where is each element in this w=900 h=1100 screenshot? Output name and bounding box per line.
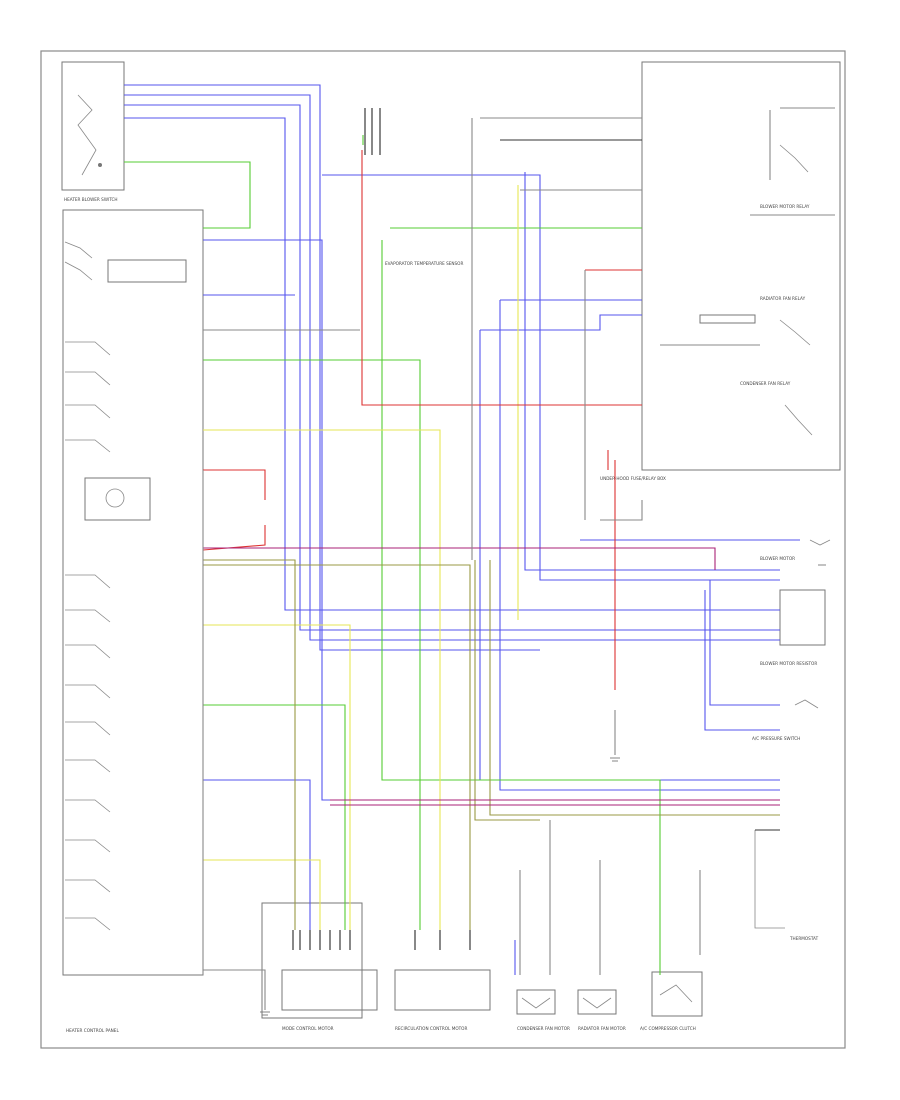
diagram-frame	[40, 50, 846, 1049]
blower-motor-relay: BLOWER MOTOR RELAY	[760, 144, 810, 209]
wire-green-3	[203, 704, 346, 930]
wire-blue-3	[124, 104, 780, 631]
wire-blue-7	[322, 174, 780, 581]
blower-motor-resistor-label: BLOWER MOTOR RESISTOR	[760, 661, 817, 666]
wire-olive-4	[474, 560, 540, 821]
ac-pressure-switch: A/C PRESSURE SWITCH	[752, 699, 819, 741]
evaporator-temp-sensor-label: EVAPORATOR TEMPERATURE SENSOR	[385, 261, 463, 266]
ground-symbols	[260, 564, 826, 1016]
wire-green-1	[124, 161, 251, 229]
wire-olive-1	[203, 564, 471, 930]
wire-magenta-1	[203, 547, 716, 570]
motor-connectors	[292, 108, 471, 950]
radiator-fan-relay: RADIATOR FAN RELAY	[699, 296, 811, 346]
blower-motor-relay-label: BLOWER MOTOR RELAY	[760, 204, 810, 209]
recirculation-control-motor-label: RECIRCULATION CONTROL MOTOR	[395, 1026, 467, 1031]
wire-blue-15	[524, 172, 780, 571]
wire-olive-2	[203, 559, 296, 930]
wire-blue-5	[203, 239, 500, 801]
heater-blower-switch-label: HEATER BLOWER SWITCH	[64, 197, 118, 202]
wire-olive-3	[489, 560, 780, 816]
wire-blue-14	[704, 590, 780, 731]
blower-motor-label: BLOWER MOTOR	[760, 556, 795, 561]
wire-green-2	[203, 359, 421, 930]
ac-pressure-switch-label: A/C PRESSURE SWITCH	[752, 736, 800, 741]
heater-control-panel: HEATER CONTROL PANEL	[62, 209, 204, 1033]
ac-compressor-clutch: A/C COMPRESSOR CLUTCH	[640, 971, 703, 1031]
mode-control-motor: MODE CONTROL MOTOR	[261, 902, 378, 1031]
underhood-fuse-relay-box-label: UNDER-HOOD FUSE/RELAY BOX	[600, 476, 666, 481]
recirculation-control-motor: RECIRCULATION CONTROL MOTOR	[394, 969, 491, 1031]
evaporator-temperature-sensor: EVAPORATOR TEMPERATURE SENSOR	[385, 261, 463, 266]
condenser-fan-relay-label: CONDENSER FAN RELAY	[740, 381, 791, 386]
blower-motor-resistor: BLOWER MOTOR RESISTOR	[760, 589, 826, 666]
wire-yellow-2	[203, 859, 321, 930]
radiator-fan-relay-label: RADIATOR FAN RELAY	[760, 296, 806, 301]
radiator-fan-motor: RADIATOR FAN MOTOR	[577, 989, 626, 1031]
mode-control-motor-label: MODE CONTROL MOTOR	[282, 1026, 334, 1031]
wire-yellow-1	[203, 624, 351, 930]
condenser-fan-motor-label: CONDENSER FAN MOTOR	[517, 1026, 570, 1031]
wire-red-3	[361, 150, 642, 406]
wire-blue-10	[499, 300, 780, 791]
blower-motor: BLOWER MOTOR	[760, 539, 831, 561]
radiator-fan-motor-label: RADIATOR FAN MOTOR	[578, 1026, 626, 1031]
underhood-fuse-relay-box: UNDER-HOOD FUSE/RELAY BOX	[600, 61, 841, 481]
wire-blue-13	[709, 580, 780, 706]
wire-yellow-4	[203, 429, 441, 930]
wire-green-5	[381, 240, 661, 975]
wire-red-1	[203, 469, 266, 500]
wire-blue-8	[480, 314, 642, 331]
condenser-fan-motor: CONDENSER FAN MOTOR	[516, 989, 570, 1031]
heater-blower-switch: HEATER BLOWER SWITCH	[61, 61, 125, 202]
wire-gray-16	[600, 500, 643, 521]
wires	[124, 84, 835, 1010]
wire-gray-15	[203, 969, 266, 1010]
wire-blue-2	[124, 94, 780, 641]
wire-blue-4	[124, 117, 780, 611]
wire-blue-1	[124, 84, 540, 651]
ac-compressor-clutch-label: A/C COMPRESSOR CLUTCH	[640, 1026, 696, 1031]
heater-control-panel-label: HEATER CONTROL PANEL	[66, 1028, 119, 1033]
thermostat: THERMOSTAT	[754, 830, 819, 941]
wire-blue-12	[203, 779, 311, 930]
wire-red-2	[202, 525, 266, 551]
control-panel-switches	[65, 341, 111, 931]
condenser-fan-relay: CONDENSER FAN RELAY	[740, 381, 813, 436]
thermostat-label: THERMOSTAT	[789, 936, 819, 941]
